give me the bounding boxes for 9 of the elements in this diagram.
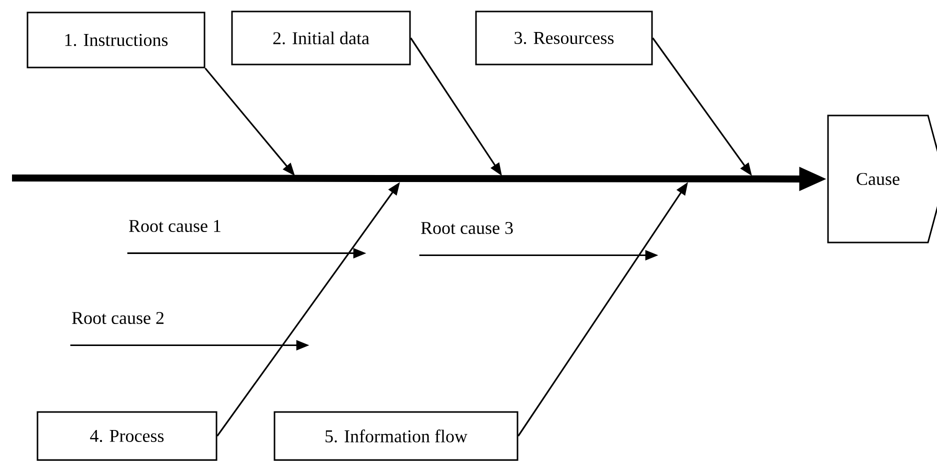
category-box: 2. Initial data	[231, 10, 411, 66]
category-box: 1. Instructions	[26, 12, 206, 68]
root-cause-text: Root cause 3	[421, 222, 513, 234]
root-cause-text: Root cause 2	[72, 312, 164, 324]
effect-box: Cause	[827, 114, 937, 244]
category-box: 5. Information flow	[274, 411, 518, 461]
category-box: 3. Resourcess	[475, 10, 653, 66]
category-box: 4. Process	[36, 411, 218, 461]
root-cause-text: Root cause 1	[129, 220, 220, 232]
